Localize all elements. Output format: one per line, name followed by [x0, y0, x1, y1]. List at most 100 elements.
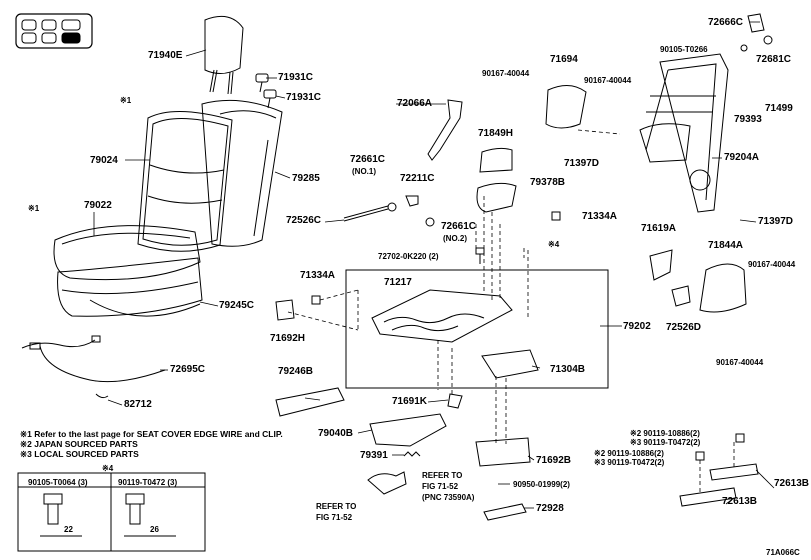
- wire-harness-drawing: [21, 335, 166, 399]
- note-no1: (NO.1): [352, 167, 376, 176]
- bracket-right-drawing: [679, 433, 759, 507]
- strap-drawing: [367, 471, 407, 495]
- label-71692B: 71692B: [536, 455, 572, 466]
- label-71619A: 71619A: [641, 223, 677, 234]
- label-79040B: 79040B: [318, 428, 354, 439]
- clip-drawing: [447, 393, 463, 409]
- label-72066A: 72066A: [397, 98, 433, 109]
- label-72526C: 72526C: [286, 215, 322, 226]
- label-72695C: 72695C: [170, 364, 206, 375]
- refer-label-1a: REFER TO: [422, 471, 463, 480]
- seat-back-pad-drawing: [201, 99, 283, 247]
- note-no2: (NO.2): [443, 234, 467, 243]
- seat-position-icon: [15, 13, 93, 49]
- legend-dim2: 26: [150, 525, 159, 534]
- hinge-cover-drawing: [479, 147, 513, 173]
- label-90119-d: ※3 90119-T0472(2): [594, 458, 665, 467]
- label-90167-3: 90167-40044: [748, 260, 796, 269]
- star4-mark: ※4: [548, 240, 560, 249]
- recliner-cover-drawing: [476, 182, 517, 213]
- label-79202: 79202: [623, 321, 651, 332]
- refer-label-1b: FIG 71-52: [422, 482, 459, 491]
- side-cover-drawing: [649, 249, 747, 313]
- label-90167-1: 90167-40044: [482, 69, 530, 78]
- note-2: ※2 JAPAN SOURCED PARTS: [20, 439, 138, 449]
- label-79393: 79393: [734, 114, 762, 125]
- strap-bar-drawing: [427, 99, 463, 161]
- label-90167-4: 90167-40044: [716, 358, 764, 367]
- label-71397D-b: 71397D: [758, 216, 794, 227]
- label-71304B: 71304B: [550, 364, 586, 375]
- seat-cushion-drawing: [53, 225, 203, 317]
- label-90167-2: 90167-40044: [584, 76, 632, 85]
- label-90119-a: ※2 90119-10886(2): [630, 429, 700, 438]
- label-72681C: 72681C: [756, 54, 792, 65]
- headrest-drawing: [204, 15, 244, 95]
- label-90119-c: ※2 90119-10886(2): [594, 449, 664, 458]
- label-90950: 90950-01999(2): [513, 480, 570, 489]
- label-71334A-a: 71334A: [582, 211, 618, 222]
- label-71397D-a: 71397D: [564, 158, 600, 169]
- legend-col1: 90105-T0064 (3): [28, 478, 88, 487]
- bolt-drawing: [475, 247, 485, 264]
- legend-box-drawing: [17, 472, 206, 552]
- legend-dim1: 22: [64, 525, 73, 534]
- label-71217: 71217: [384, 277, 412, 288]
- label-79245C: 79245C: [219, 300, 255, 311]
- label-79285: 79285: [292, 173, 320, 184]
- label-72702: 72702-0K220 (2): [378, 252, 439, 261]
- cap-drawing: [740, 13, 773, 52]
- label-72928: 72928: [536, 503, 564, 514]
- hinge-cover-left-drawing: [275, 299, 295, 321]
- label-71849H: 71849H: [478, 128, 514, 139]
- release-rod-drawing: [343, 202, 397, 222]
- label-79204A: 79204A: [724, 152, 760, 163]
- label-71844A: 71844A: [708, 240, 744, 251]
- label-72613B-b: 72613B: [722, 496, 758, 507]
- mark1-b: ※1: [28, 204, 40, 213]
- label-71692H: 71692H: [270, 333, 306, 344]
- label-71691K: 71691K: [392, 396, 428, 407]
- label-72613B-a: 72613B: [774, 478, 810, 489]
- dashed-guide-lines: [287, 129, 735, 494]
- label-90105-T0266: 90105-T0266: [660, 45, 708, 54]
- refer-label-1c: (PNC 73590A): [422, 493, 475, 502]
- label-79391: 79391: [360, 450, 388, 461]
- note-3: ※3 LOCAL SOURCED PARTS: [20, 449, 139, 459]
- nut-drawing: [425, 217, 435, 227]
- label-72666C: 72666C: [708, 17, 744, 28]
- side-shield-drawing: [545, 85, 587, 129]
- headrest-guide-drawing: [255, 73, 277, 109]
- label-71931C-b: 71931C: [286, 92, 322, 103]
- track-cover-drawing: [475, 437, 531, 467]
- torsion-spring-drawing: [403, 451, 421, 457]
- label-90119-b: ※3 90119-T0472(2): [630, 438, 701, 447]
- label-72211C: 72211C: [400, 173, 435, 184]
- mark1-a: ※1: [120, 96, 132, 105]
- label-79022: 79022: [84, 200, 112, 211]
- label-72526D: 72526D: [666, 322, 702, 333]
- label-72661C-a: 72661C: [350, 154, 386, 165]
- label-71940E: 71940E: [148, 50, 183, 61]
- label-71499: 71499: [765, 103, 793, 114]
- seat-back-frame-drawing: [639, 53, 729, 213]
- bracket-drawing: [483, 503, 527, 521]
- legend-col2: 90119-T0472 (3): [118, 478, 178, 487]
- refer-label-2b: FIG 71-52: [316, 513, 353, 522]
- label-79378B: 79378B: [530, 177, 566, 188]
- diagram-code: 71A066C: [766, 548, 800, 557]
- side-shield-lower-drawing: [275, 387, 345, 417]
- label-82712: 82712: [124, 399, 152, 410]
- refer-label-2a: REFER TO: [316, 502, 357, 511]
- spring-drawing: [405, 195, 419, 207]
- label-71334A-b: 71334A: [300, 270, 336, 281]
- note-1: ※1 Refer to the last page for SEAT COVER…: [20, 429, 283, 439]
- cushion-frame-drawing: [371, 289, 539, 379]
- cushion-frame-box: [345, 269, 609, 389]
- lower-rail-cover-drawing: [369, 413, 447, 447]
- leader-lines: [93, 21, 775, 509]
- label-71931C-a: 71931C: [278, 72, 314, 83]
- legend-title: ※4: [102, 464, 114, 473]
- label-79246B: 79246B: [278, 366, 314, 377]
